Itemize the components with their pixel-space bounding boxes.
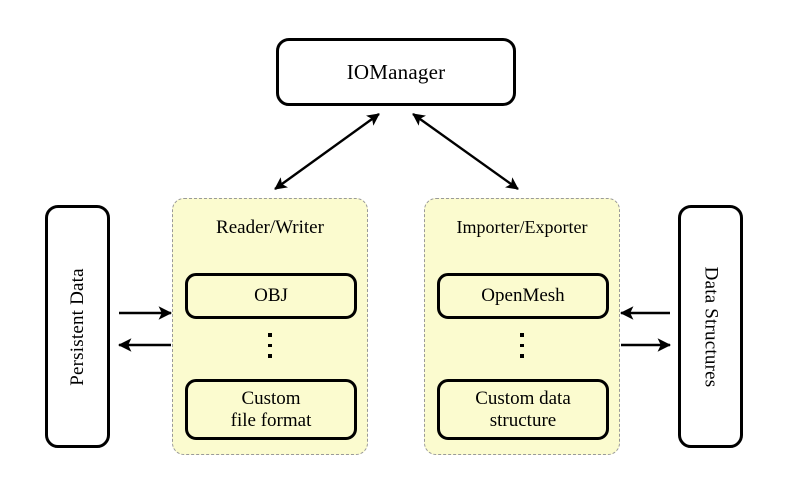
importer-exporter-item-custom-structure[interactable]: Custom data structure — [437, 379, 609, 440]
reader-writer-panel[interactable]: Reader/Writer OBJ Custom file format — [172, 198, 368, 455]
importer-exporter-item-custom-structure-label: Custom data structure — [475, 388, 571, 431]
reader-writer-item-custom-format-label: Custom file format — [231, 388, 312, 431]
custom-structure-line-1: Custom data — [475, 388, 571, 410]
ellipsis-dot — [520, 333, 524, 337]
ellipsis-dot — [268, 343, 272, 347]
connector-iomanager-importer-exporter — [412, 113, 519, 190]
data-structures-label-wrap: Data Structures — [681, 208, 740, 445]
importer-exporter-item-openmesh[interactable]: OpenMesh — [437, 273, 609, 319]
ellipsis-dot — [268, 333, 272, 337]
reader-writer-item-obj[interactable]: OBJ — [185, 273, 357, 319]
importer-exporter-item-openmesh-label: OpenMesh — [481, 285, 565, 307]
reader-writer-item-custom-format[interactable]: Custom file format — [185, 379, 357, 440]
iomanager-box[interactable]: IOManager — [276, 38, 516, 106]
ellipsis-dot — [520, 343, 524, 347]
custom-structure-line-2: structure — [489, 409, 557, 431]
ellipsis-dot — [520, 354, 524, 358]
reader-writer-item-obj-label: OBJ — [254, 285, 288, 307]
reader-writer-ellipsis-icon — [173, 333, 367, 358]
importer-exporter-ellipsis-icon — [425, 333, 619, 358]
persistent-data-label-wrap: Persistent Data — [48, 208, 107, 445]
connector-iomanager-reader-writer — [274, 113, 380, 190]
importer-exporter-title: Importer/Exporter — [456, 217, 588, 237]
ellipsis-dot — [268, 354, 272, 358]
reader-writer-title: Reader/Writer — [216, 217, 324, 238]
custom-format-line-2: file format — [230, 409, 312, 431]
iomanager-label: IOManager — [346, 59, 446, 84]
custom-format-line-1: Custom — [241, 388, 301, 410]
importer-exporter-panel[interactable]: Importer/Exporter OpenMesh Custom data s… — [424, 198, 620, 455]
data-structures-box[interactable]: Data Structures — [678, 205, 743, 448]
persistent-data-label: Persistent Data — [66, 267, 88, 386]
data-structures-label: Data Structures — [700, 266, 722, 387]
persistent-data-box[interactable]: Persistent Data — [45, 205, 110, 448]
